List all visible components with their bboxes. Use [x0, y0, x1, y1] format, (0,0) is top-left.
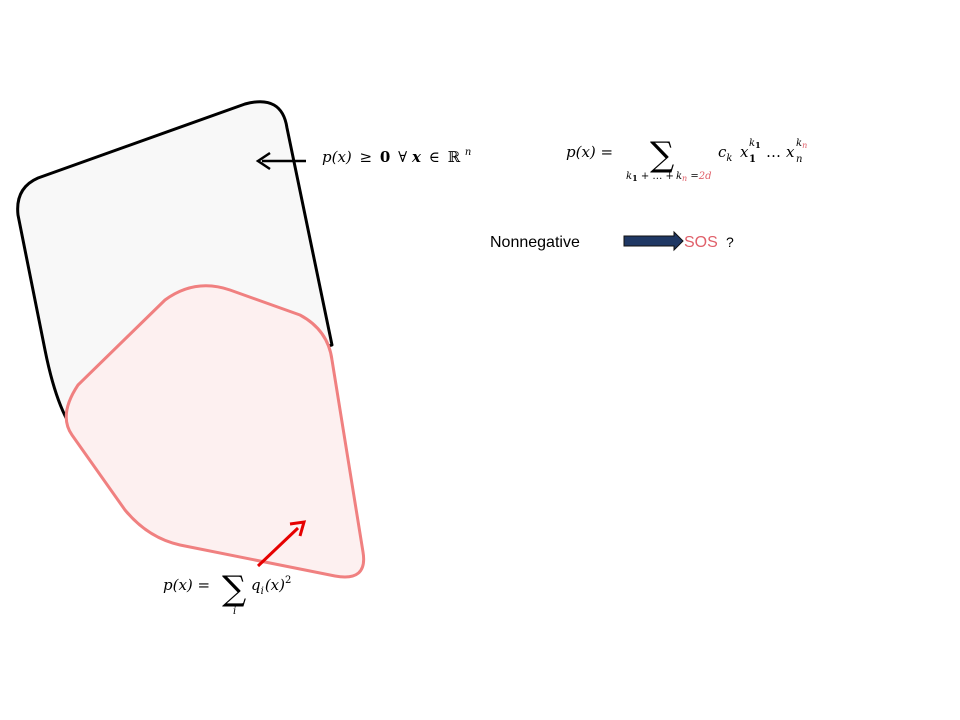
sos-region: [64, 284, 366, 579]
sos-definition: p(x) = ∑ i qi(x)2: [163, 569, 291, 617]
svg-text:k1: k1: [749, 138, 761, 150]
svg-text:qi(x)2: qi(x)2: [251, 575, 291, 597]
svg-text:x: x: [786, 143, 795, 161]
implication-arrow: [623, 230, 684, 252]
summation-symbol: ∑: [650, 135, 674, 175]
svg-text:n: n: [796, 154, 802, 165]
svg-text:1: 1: [749, 154, 756, 165]
summation-symbol: ∑: [222, 569, 246, 609]
nonnegative-label: Nonnegative: [490, 234, 580, 251]
svg-text:p(x) =: p(x) =: [163, 576, 210, 594]
svg-text:i: i: [233, 606, 236, 617]
nonnegativity-condition: p(x) ≥ 0 ∀ x ∈ ℝ n: [322, 147, 471, 166]
sos-label: SOS: [684, 234, 718, 251]
sos-pointer-arrow: [256, 520, 307, 568]
polynomial-definition: p(x) = ∑ k1 + … +kn =2d ck x 1 k1 … x n …: [566, 135, 807, 183]
question-mark: ?: [726, 234, 734, 250]
svg-text:p(x) =: p(x) =: [566, 143, 613, 161]
svg-text:ck: ck: [718, 143, 732, 164]
svg-text:x: x: [740, 143, 749, 161]
svg-text:kn: kn: [796, 138, 807, 150]
nonnegative-pointer-arrow: [255, 151, 306, 171]
svg-text:k1 + … +kn =2d: k1 + … +kn =2d: [626, 171, 711, 183]
svg-text:…: …: [766, 143, 781, 161]
